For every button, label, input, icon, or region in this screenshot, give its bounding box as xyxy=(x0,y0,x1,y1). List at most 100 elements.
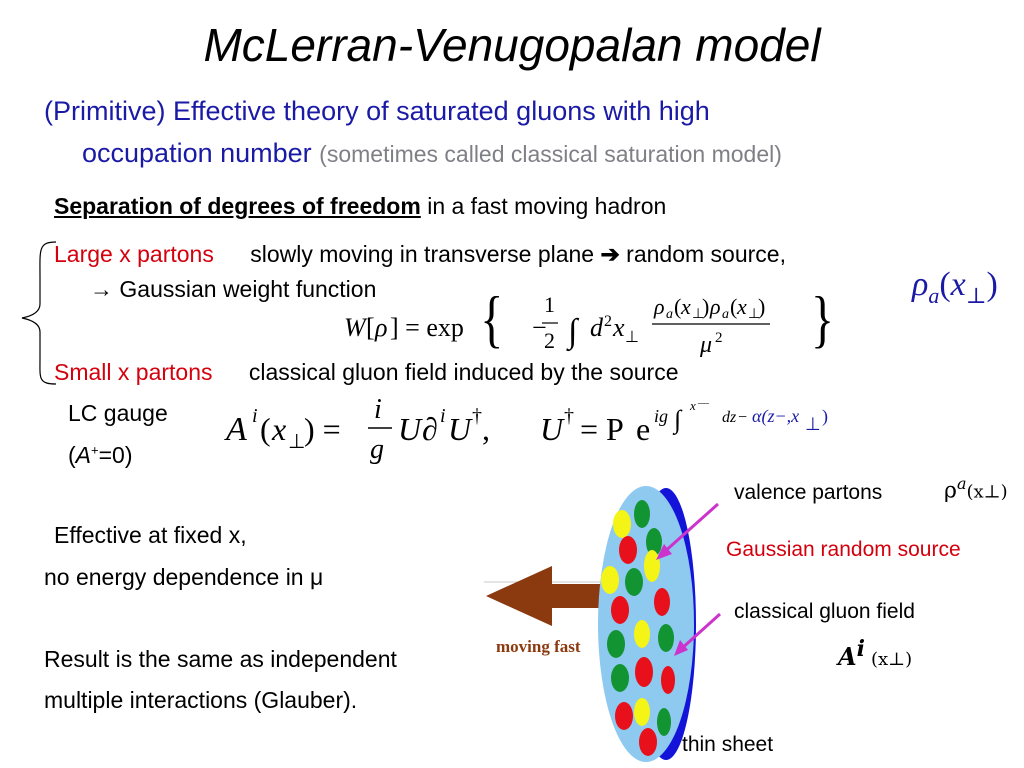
svg-text:∫: ∫ xyxy=(566,313,580,352)
gauge-open-paren: ( xyxy=(68,442,76,468)
svg-text:⊥: ⊥ xyxy=(625,329,639,346)
svg-text:i: i xyxy=(374,394,382,425)
result-line-1: Result is the same as independent xyxy=(44,646,397,672)
svg-text:): ) xyxy=(702,294,709,319)
classical-gluon-field-label: classical gluon field xyxy=(734,600,915,623)
separation-heading: Separation of degrees of freedom in a fa… xyxy=(54,193,666,220)
svg-text:⊥: ⊥ xyxy=(288,431,305,453)
svg-text:U: U xyxy=(398,411,423,447)
valence-rho: ρ xyxy=(944,478,957,504)
svg-text:(: ( xyxy=(260,411,271,447)
gluon-arg: (x⊥) xyxy=(870,649,913,670)
svg-text:e: e xyxy=(636,411,650,447)
svg-text:i: i xyxy=(252,405,258,427)
svg-text:x: x xyxy=(612,313,625,342)
moving-fast-label: moving fast xyxy=(496,637,581,656)
small-x-line: Small x partons classical gluon field in… xyxy=(54,359,679,386)
svg-text:∫: ∫ xyxy=(672,405,683,435)
intro-line-2: occupation number (sometimes called clas… xyxy=(82,138,782,169)
weight-formula: W [ ρ ] = exp { − 1 2 ∫ d 2 x ⊥ ρ a ( x … xyxy=(344,286,834,358)
svg-text:U: U xyxy=(448,411,473,447)
svg-text:2: 2 xyxy=(715,330,723,346)
svg-text:⊥: ⊥ xyxy=(692,307,704,322)
svg-text:†: † xyxy=(564,405,574,427)
svg-text:α(z−,x: α(z−,x xyxy=(752,406,799,427)
svg-text:a: a xyxy=(722,307,729,322)
valence-partons-label: valence partons xyxy=(734,481,883,504)
field-formula: A i ( x ⊥ ) = i g U ∂ i U † , U † = P e … xyxy=(224,394,828,465)
svg-text:ig: ig xyxy=(654,406,668,426)
gauge-rest: =0) xyxy=(98,442,133,468)
valence-pointer xyxy=(661,502,719,556)
svg-text:−: − xyxy=(532,313,547,342)
valence-rho-arg: (x⊥) xyxy=(966,481,1008,503)
large-x-line: Large x partons slowly moving in transve… xyxy=(54,241,786,268)
small-x-desc: classical gluon field induced by the sou… xyxy=(248,359,679,385)
rho-a-symbol: ρa(x⊥) xyxy=(912,266,998,308)
svg-text:W: W xyxy=(344,313,368,342)
partons xyxy=(601,500,675,756)
svg-text:∂: ∂ xyxy=(422,411,438,447)
gaussian-random-source-label: Gaussian random source xyxy=(726,538,961,561)
valence-rho-symbol: ρa(x⊥) xyxy=(944,474,1008,503)
valence-rho-sup: a xyxy=(956,474,967,493)
svg-text:x: x xyxy=(271,411,286,447)
svg-text:ρ: ρ xyxy=(709,294,721,319)
svg-text:⊥: ⊥ xyxy=(748,307,760,322)
svg-text:d: d xyxy=(590,313,604,342)
svg-text:): ) xyxy=(822,406,828,427)
svg-text:U: U xyxy=(540,411,565,447)
svg-text:ρ: ρ xyxy=(653,294,665,319)
hadron-sheet-diagram: moving fast xyxy=(484,486,722,762)
svg-text:}: } xyxy=(811,286,834,355)
gauge-sup: + xyxy=(91,442,99,458)
svg-text:†: † xyxy=(472,405,482,427)
separation-bold: Separation of degrees of freedom xyxy=(54,193,421,219)
svg-text:2: 2 xyxy=(544,328,555,353)
separation-rest: in a fast moving hadron xyxy=(427,193,667,219)
gluon-sup: i xyxy=(856,636,865,662)
svg-text:g: g xyxy=(370,434,384,465)
page-title: McLerran-Venugopalan model xyxy=(203,19,821,71)
svg-text:x: x xyxy=(680,294,691,319)
moving-fast-arrow xyxy=(486,566,620,626)
curly-bracket xyxy=(21,241,57,385)
svg-text:) =: ) = xyxy=(304,411,341,447)
svg-text:A: A xyxy=(224,411,247,448)
svg-text:⊥: ⊥ xyxy=(805,414,821,434)
effective-line-1: Effective at fixed x, xyxy=(54,522,247,548)
svg-text:x: x xyxy=(689,398,696,413)
gaussian-weight-line: → Gaussian weight function xyxy=(90,276,377,302)
gauge-var: A xyxy=(75,442,92,468)
svg-text:x: x xyxy=(736,294,747,319)
intro-note: (sometimes called classical saturation m… xyxy=(319,141,782,167)
svg-text:] = exp: ] = exp xyxy=(390,313,464,342)
svg-text:1: 1 xyxy=(544,292,555,317)
large-x-desc: slowly moving in transverse plane xyxy=(250,241,595,267)
gluon-A: A xyxy=(838,642,857,671)
svg-text:{: { xyxy=(480,286,503,355)
effective-line-2: no energy dependence in μ xyxy=(44,564,324,590)
gluon-field-symbol: Ai(x⊥) xyxy=(838,636,912,671)
svg-text:i: i xyxy=(440,405,446,427)
svg-text:ρ: ρ xyxy=(374,313,387,342)
svg-text:= P: = P xyxy=(580,411,624,447)
svg-text:—: — xyxy=(697,397,710,409)
intro-line-1: (Primitive) Effective theory of saturate… xyxy=(44,96,710,126)
large-x-label: Large x partons xyxy=(54,241,214,267)
svg-text:): ) xyxy=(758,294,765,319)
svg-text:−: − xyxy=(738,409,747,426)
gluon-pointer xyxy=(678,612,722,652)
lc-gauge-label: LC gauge xyxy=(68,400,168,426)
svg-text:a: a xyxy=(666,307,673,322)
thin-sheet-label: thin sheet xyxy=(682,733,774,756)
svg-text:dz: dz xyxy=(722,409,737,426)
svg-text:μ: μ xyxy=(699,332,712,358)
large-x-desc2: random source, xyxy=(626,241,786,267)
svg-text:(: ( xyxy=(674,294,681,319)
svg-text:[: [ xyxy=(366,313,375,342)
intro-occupation: occupation number xyxy=(82,138,312,168)
result-line-2: multiple interactions (Glauber). xyxy=(44,687,358,713)
svg-text:(: ( xyxy=(730,294,737,319)
arrow-icon: ➔ xyxy=(600,241,620,267)
